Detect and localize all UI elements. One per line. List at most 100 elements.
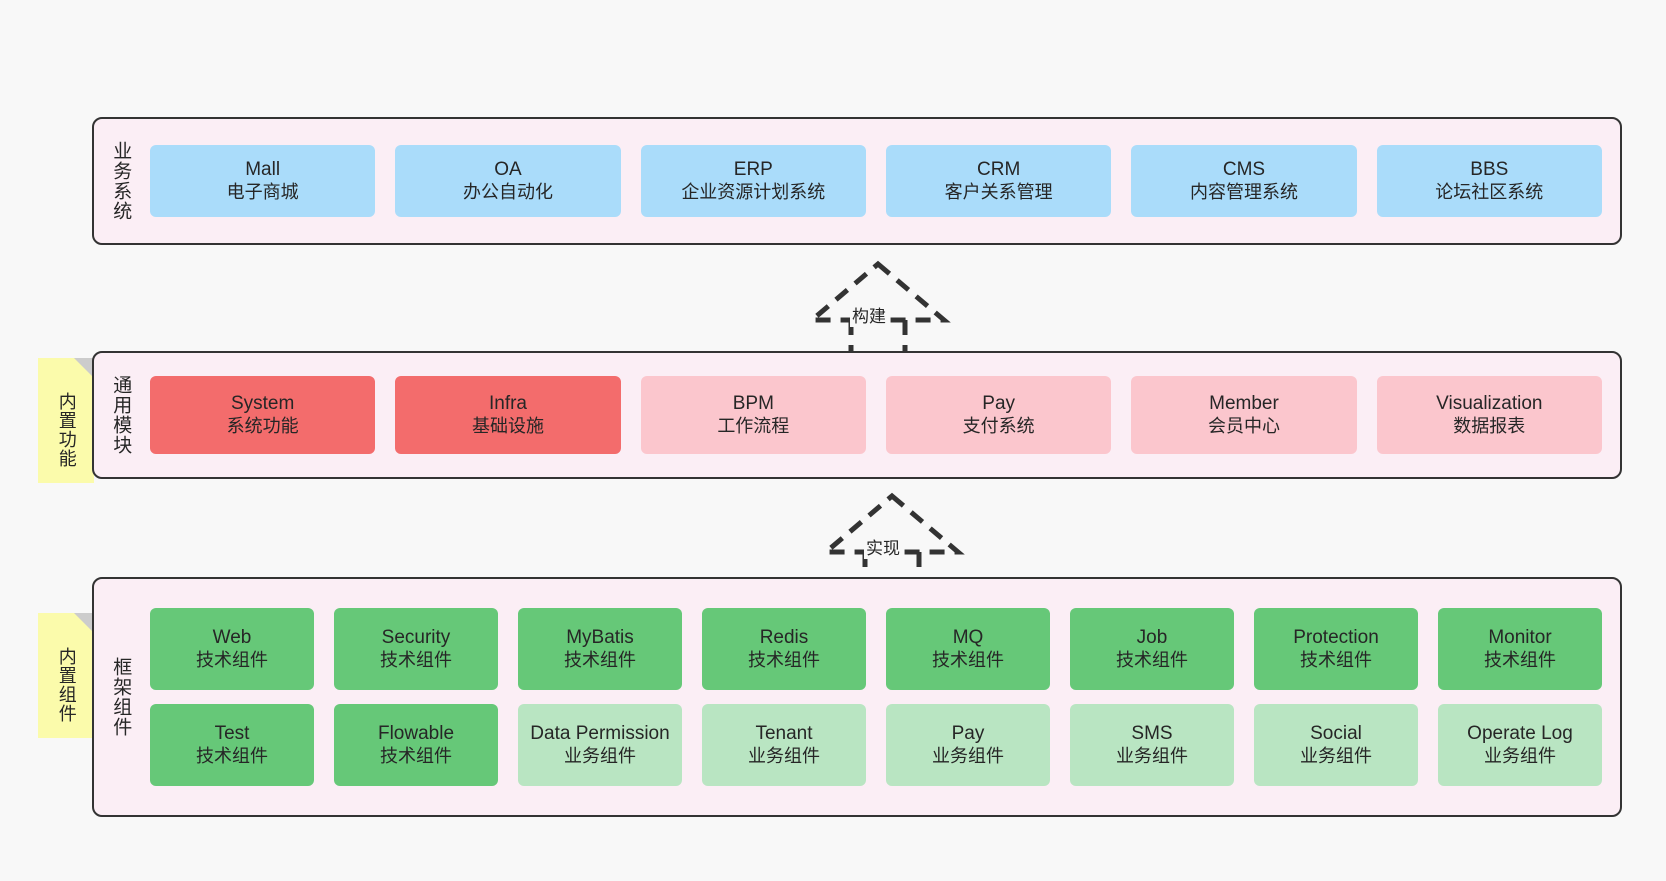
component-redis-type: 技术组件 <box>748 649 820 670</box>
component-redis-name: Redis <box>759 627 809 649</box>
module-member-name: Member <box>1209 393 1279 415</box>
layer-business-system-row: Mall 电子商城 OA 办公自动化 ERP 企业资源计划系统 CRM 客户关系… <box>150 145 1602 217</box>
component-mq-name: MQ <box>952 627 984 649</box>
module-bpm[interactable]: BPM 工作流程 <box>640 376 866 454</box>
layer-common-modules-body: System 系统功能 Infra 基础设施 BPM 工作流程 Pay 支付系统… <box>146 353 1620 477</box>
note-fold-corner-icon <box>74 613 94 633</box>
component-sms-type: 业务组件 <box>1116 745 1188 766</box>
module-mall-name: Mall <box>245 159 281 181</box>
component-flowable-name: Flowable <box>377 723 455 745</box>
component-mq[interactable]: MQ 技术组件 <box>886 608 1050 690</box>
component-test-type: 技术组件 <box>196 745 268 766</box>
component-sms-name: SMS <box>1131 723 1173 745</box>
module-mall-desc: 电子商城 <box>226 181 299 202</box>
framework-components-row-technical: Web 技术组件 Security 技术组件 MyBatis 技术组件 Redi… <box>150 608 1602 690</box>
component-security-name: Security <box>381 627 451 649</box>
component-redis[interactable]: Redis 技术组件 <box>702 608 866 690</box>
module-cms[interactable]: CMS 内容管理系统 <box>1131 145 1357 217</box>
component-pay-name: Pay <box>951 723 985 745</box>
layer-framework-components-body: Web 技术组件 Security 技术组件 MyBatis 技术组件 Redi… <box>146 579 1620 815</box>
component-protection[interactable]: Protection 技术组件 <box>1254 608 1418 690</box>
component-data-permission-type: 业务组件 <box>564 745 636 766</box>
module-infra-desc: 基础设施 <box>471 415 544 436</box>
component-protection-name: Protection <box>1293 627 1379 649</box>
component-security-type: 技术组件 <box>380 649 452 670</box>
connector-implement-label: 实现 <box>864 534 902 559</box>
module-crm[interactable]: CRM 客户关系管理 <box>885 145 1112 217</box>
module-crm-desc: 客户关系管理 <box>944 181 1053 202</box>
component-job-type: 技术组件 <box>1116 649 1188 670</box>
component-mybatis[interactable]: MyBatis 技术组件 <box>518 608 682 690</box>
module-crm-name: CRM <box>977 159 1021 181</box>
module-oa[interactable]: OA 办公自动化 <box>395 145 621 217</box>
module-pay[interactable]: Pay 支付系统 <box>885 376 1112 454</box>
module-bbs-name: BBS <box>1470 159 1509 181</box>
connector-build: 构建 <box>798 258 958 359</box>
layer-business-system-body: Mall 电子商城 OA 办公自动化 ERP 企业资源计划系统 CRM 客户关系… <box>146 119 1620 243</box>
component-web-type: 技术组件 <box>196 649 268 670</box>
component-protection-type: 技术组件 <box>1300 649 1372 670</box>
component-mq-type: 技术组件 <box>932 649 1004 670</box>
layer-business-system: 业务系统 Mall 电子商城 OA 办公自动化 ERP 企业资源计划系统 CRM… <box>92 117 1622 245</box>
module-system-desc: 系统功能 <box>226 415 299 436</box>
connector-implement: 实现 <box>812 490 972 591</box>
component-operate-log-name: Operate Log <box>1467 723 1573 745</box>
module-visualization-desc: 数据报表 <box>1453 415 1526 436</box>
module-mall[interactable]: Mall 电子商城 <box>150 145 376 217</box>
module-infra-name: Infra <box>488 393 527 415</box>
component-mybatis-type: 技术组件 <box>564 649 636 670</box>
module-infra[interactable]: Infra 基础设施 <box>395 376 621 454</box>
layer-framework-components-title: 框架组件 <box>110 657 132 737</box>
component-data-permission[interactable]: Data Permission 业务组件 <box>518 704 682 786</box>
note-fold-corner-icon <box>74 358 94 378</box>
module-bpm-desc: 工作流程 <box>717 415 790 436</box>
module-oa-name: OA <box>494 159 522 181</box>
component-sms[interactable]: SMS 业务组件 <box>1070 704 1234 786</box>
note-builtin-components-label: 内置组件 <box>56 646 77 723</box>
module-cms-desc: 内容管理系统 <box>1189 181 1298 202</box>
layer-common-modules: 通用模块 System 系统功能 Infra 基础设施 BPM 工作流程 Pay… <box>92 351 1622 479</box>
module-oa-desc: 办公自动化 <box>462 181 553 202</box>
component-web-name: Web <box>212 627 252 649</box>
module-erp-name: ERP <box>733 159 773 181</box>
component-mybatis-name: MyBatis <box>566 627 634 649</box>
component-test-name: Test <box>214 723 250 745</box>
component-data-permission-name: Data Permission <box>530 723 670 745</box>
component-web[interactable]: Web 技术组件 <box>150 608 314 690</box>
component-job[interactable]: Job 技术组件 <box>1070 608 1234 690</box>
component-operate-log[interactable]: Operate Log 业务组件 <box>1438 704 1602 786</box>
layer-business-system-title: 业务系统 <box>110 141 132 221</box>
component-test[interactable]: Test 技术组件 <box>150 704 314 786</box>
component-monitor[interactable]: Monitor 技术组件 <box>1438 608 1602 690</box>
component-operate-log-type: 业务组件 <box>1484 745 1556 766</box>
component-tenant-type: 业务组件 <box>748 745 820 766</box>
component-pay[interactable]: Pay 业务组件 <box>886 704 1050 786</box>
module-erp[interactable]: ERP 企业资源计划系统 <box>640 145 866 217</box>
module-visualization[interactable]: Visualization 数据报表 <box>1376 376 1602 454</box>
component-security[interactable]: Security 技术组件 <box>334 608 498 690</box>
module-system[interactable]: System 系统功能 <box>150 376 376 454</box>
layer-common-modules-title: 通用模块 <box>110 375 132 455</box>
layer-framework-components: 框架组件 Web 技术组件 Security 技术组件 MyBatis 技术组件… <box>92 577 1622 817</box>
module-bbs-desc: 论坛社区系统 <box>1435 181 1544 202</box>
component-social[interactable]: Social 业务组件 <box>1254 704 1418 786</box>
module-member[interactable]: Member 会员中心 <box>1131 376 1357 454</box>
component-flowable-type: 技术组件 <box>380 745 452 766</box>
module-pay-name: Pay <box>982 393 1016 415</box>
module-bpm-name: BPM <box>732 393 774 415</box>
component-tenant-name: Tenant <box>755 723 813 745</box>
component-pay-type: 业务组件 <box>932 745 1004 766</box>
component-job-name: Job <box>1136 627 1168 649</box>
note-builtin-components: 内置组件 <box>38 613 94 738</box>
module-bbs[interactable]: BBS 论坛社区系统 <box>1376 145 1602 217</box>
note-builtin-features: 内置功能 <box>38 358 94 483</box>
component-monitor-name: Monitor <box>1488 627 1552 649</box>
connector-build-label: 构建 <box>850 302 888 327</box>
layer-common-modules-row: System 系统功能 Infra 基础设施 BPM 工作流程 Pay 支付系统… <box>150 376 1602 454</box>
component-tenant[interactable]: Tenant 业务组件 <box>702 704 866 786</box>
framework-components-row-business: Test 技术组件 Flowable 技术组件 Data Permission … <box>150 704 1602 786</box>
note-builtin-features-label: 内置功能 <box>56 391 77 468</box>
component-monitor-type: 技术组件 <box>1484 649 1556 670</box>
component-flowable[interactable]: Flowable 技术组件 <box>334 704 498 786</box>
